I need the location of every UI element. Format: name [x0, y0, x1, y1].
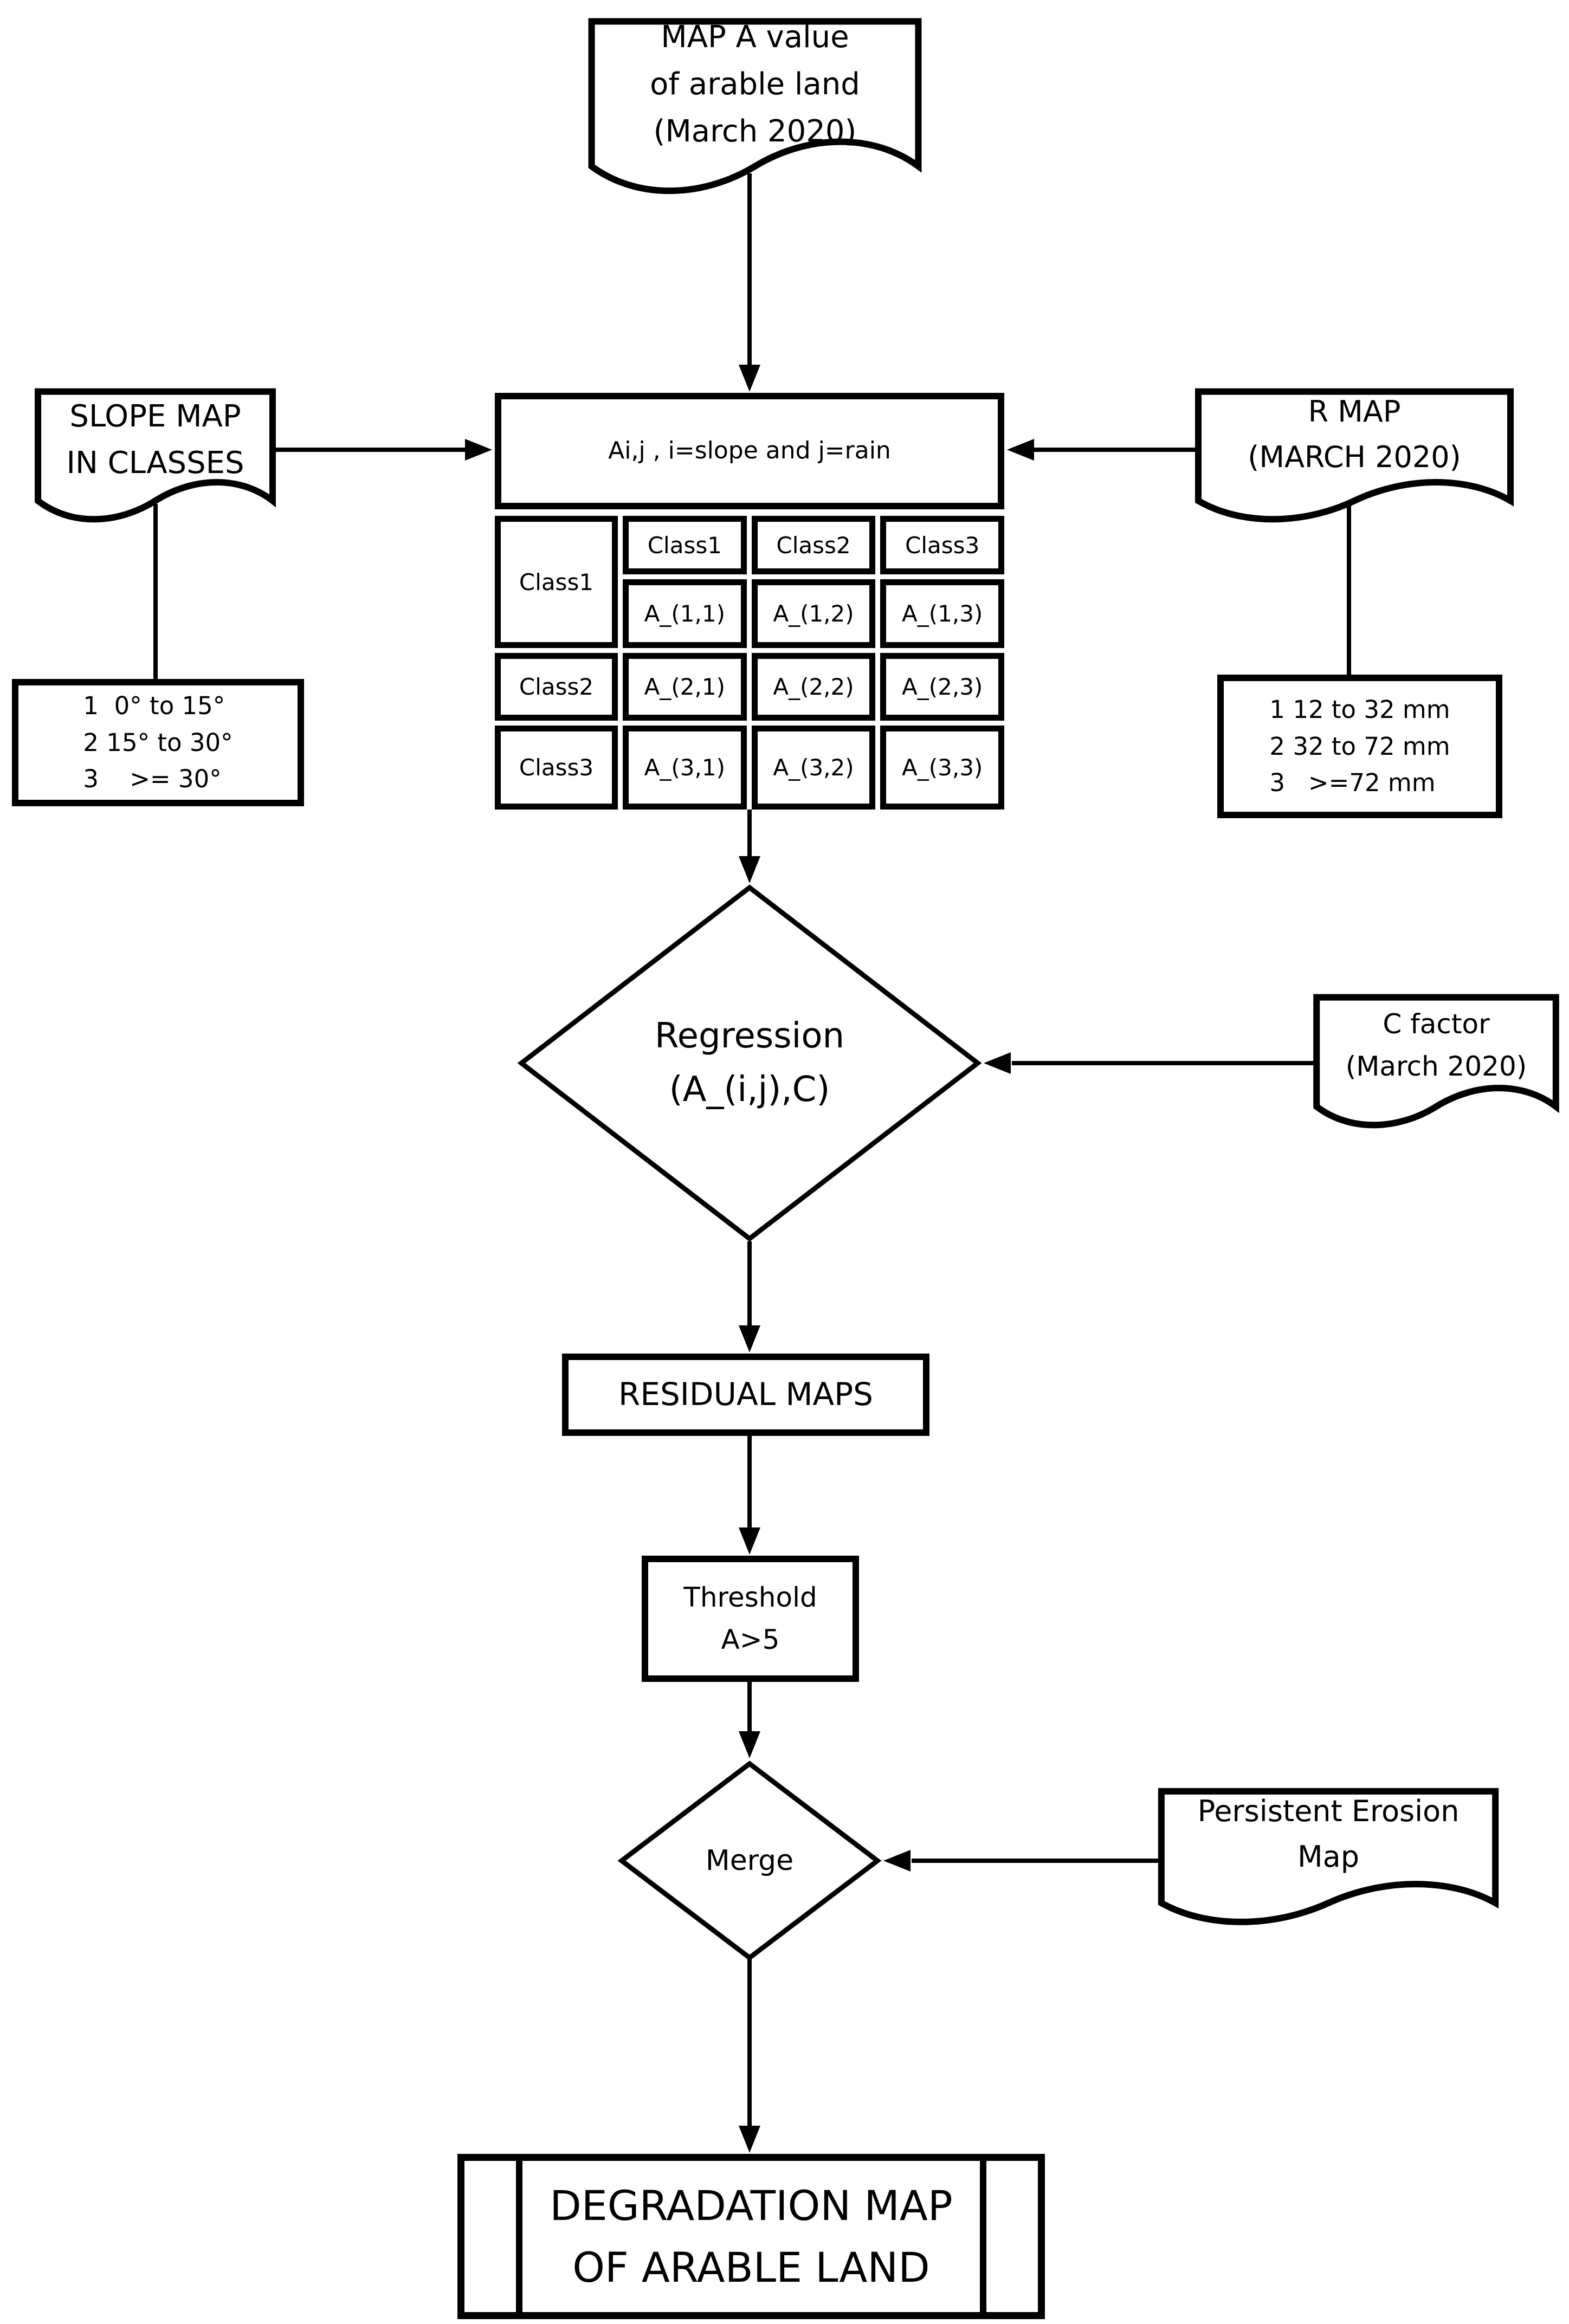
matrix-value-cell: A_(2,3): [880, 653, 1004, 721]
matrix-col-header: Class1: [623, 516, 747, 574]
doc-persistent-erosion: Persistent Erosion Map: [1154, 1786, 1502, 1931]
matrix-row-header: Class3: [495, 726, 618, 810]
matrix-value-cell: A_(3,3): [880, 726, 1004, 810]
matrix-col-header: Class3: [880, 516, 1004, 574]
predefined-degradation-map: DEGRADATION MAP OF ARABLE LAND: [457, 2154, 1045, 2319]
doc-c-factor: C factor (March 2020): [1312, 993, 1561, 1134]
doc-r-map-label: R MAP (MARCH 2020): [1248, 394, 1461, 474]
matrix-row-header: Class1: [519, 568, 594, 595]
matrix-row-header: Class2: [495, 653, 618, 721]
residual-maps-label: RESIDUAL MAPS: [618, 1376, 873, 1413]
matrix-value-cell: A_(1,2): [751, 579, 876, 648]
rect-threshold: Threshold A>5: [642, 1556, 859, 1682]
doc-persistent-erosion-label: Persistent Erosion Map: [1197, 1794, 1460, 1874]
rect-rain-classes: 1 12 to 32 mm 2 32 to 72 mm 3 >=72 mm: [1217, 675, 1502, 818]
doc-c-factor-label: C factor (March 2020): [1345, 1008, 1527, 1082]
slope-classes-text: 1 0° to 15° 2 15° to 30° 3 >= 30°: [83, 691, 233, 794]
doc-slope-map-label: SLOPE MAP IN CLASSES: [66, 398, 244, 481]
matrix-value-cell: A_(2,2): [751, 653, 876, 721]
document-shape: [1154, 1786, 1502, 1931]
document-shape: [585, 15, 925, 202]
matrix-value-cell: A_(3,1): [623, 726, 747, 810]
document-shape: [33, 387, 277, 528]
document-shape: [1312, 993, 1561, 1134]
regression-label: Regression (A_(i,j),C): [654, 1015, 845, 1110]
matrix-value-cell: A_(3,2): [751, 726, 876, 810]
rain-classes-text: 1 12 to 32 mm 2 32 to 72 mm 3 >=72 mm: [1269, 695, 1450, 798]
matrix-col-header: Class2: [751, 516, 876, 574]
matrix-table: Class1 Class1 Class2 Class3 A_(1,1) A_(1…: [495, 516, 1004, 810]
doc-map-a-value: MAP A value of arable land (March 2020): [585, 15, 925, 202]
rect-residual-maps: RESIDUAL MAPS: [562, 1354, 929, 1436]
matrix-header: Ai,j , i=slope and j=rain: [495, 393, 1004, 509]
matrix-value-cell: A_(1,3): [880, 579, 1004, 648]
diamond-merge: Merge: [617, 1760, 882, 1961]
diamond-shape: [617, 1760, 882, 1961]
rect-slope-classes: 1 0° to 15° 2 15° to 30° 3 >= 30°: [12, 679, 304, 806]
predefined-left-bar: [516, 2161, 522, 2312]
matrix-corner-cell: Class1: [495, 516, 618, 648]
merge-label: Merge: [705, 1844, 794, 1877]
diamond-regression: Regression (A_(i,j),C): [517, 884, 982, 1242]
threshold-label: Threshold A>5: [683, 1582, 817, 1655]
diamond-shape: [517, 884, 982, 1242]
predefined-right-bar: [980, 2161, 986, 2312]
doc-map-a-value-label: MAP A value of arable land (March 2020): [650, 20, 860, 149]
doc-slope-map: SLOPE MAP IN CLASSES: [33, 387, 277, 528]
doc-r-map: R MAP (MARCH 2020): [1192, 387, 1517, 528]
document-shape: [1192, 387, 1517, 528]
matrix-value-cell: A_(2,1): [623, 653, 747, 721]
degradation-map-label: DEGRADATION MAP OF ARABLE LAND: [550, 2181, 953, 2291]
matrix-value-cell: A_(1,1): [623, 579, 747, 648]
matrix-title: Ai,j , i=slope and j=rain: [608, 437, 891, 465]
